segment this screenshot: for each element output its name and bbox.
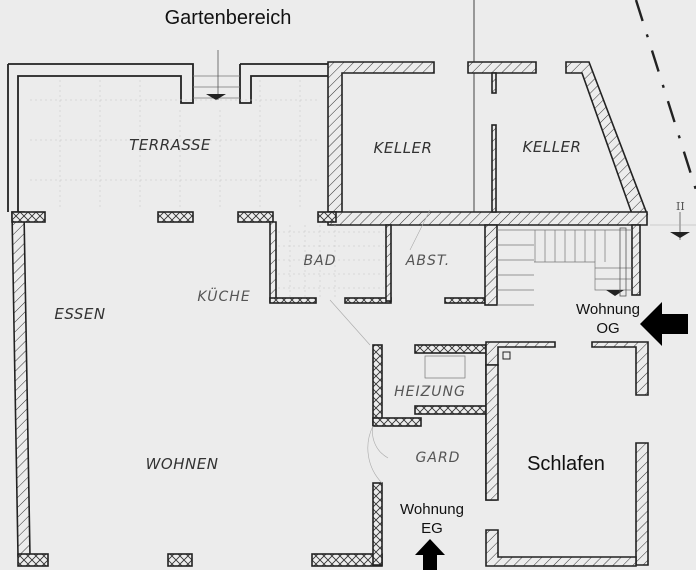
staircase: [497, 227, 632, 306]
arrow-left-icon: [640, 302, 688, 346]
boiler: [424, 355, 466, 379]
wohnung-og-label-line1: Wohnung: [576, 301, 640, 318]
room-label-keller-1: KELLER: [374, 139, 433, 157]
bad-tile-grid: [278, 225, 384, 298]
garden-area-label: Gartenbereich: [165, 7, 292, 29]
outer-walls: [11, 61, 649, 567]
room-label-wohnen: WOHNEN: [146, 455, 219, 473]
room-label-abst: ABST.: [405, 253, 450, 269]
wohnung-eg-label-line2: EG: [421, 520, 443, 537]
wohnung-og-label-line2: OG: [596, 320, 619, 337]
terrasse-walls: [7, 50, 330, 212]
room-label-essen: ESSEN: [54, 305, 105, 323]
section-marker: II: [650, 200, 696, 240]
wohnung-eg-label-line1: Wohnung: [400, 501, 464, 518]
door-swings: [329, 209, 431, 484]
property-boundary-line: [634, 0, 696, 191]
room-label-keller-2: KELLER: [523, 138, 582, 156]
svg-text:II: II: [676, 200, 685, 213]
room-label-gard: GARD: [416, 450, 461, 466]
room-label-terrasse: TERRASSE: [129, 136, 211, 154]
room-label-heizung: HEIZUNG: [394, 384, 466, 400]
room-label-schlafen: Schlafen: [527, 453, 605, 475]
room-label-kueche: KÜCHE: [197, 287, 250, 305]
arrow-up-icon: [415, 539, 445, 570]
room-label-bad: BAD: [304, 253, 337, 269]
